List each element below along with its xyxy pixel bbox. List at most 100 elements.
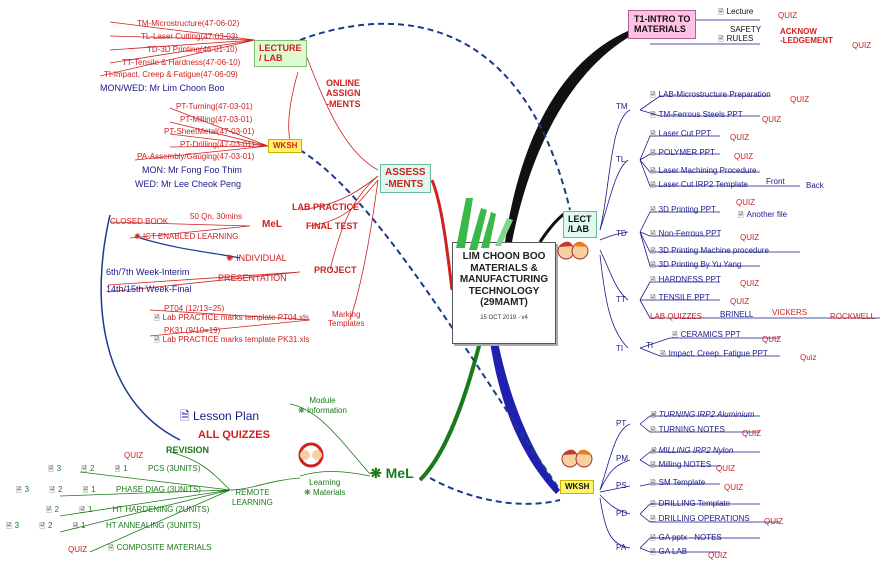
ps-item[interactable]: SM Template: [650, 479, 706, 487]
t1-lecture-link[interactable]: Lecture: [718, 8, 754, 16]
tm-item[interactable]: LAB-Microstructure Preparation: [650, 91, 771, 99]
marking-templates-node[interactable]: Marking Templates: [328, 310, 364, 328]
tl-item[interactable]: Laser Machining Procedure: [650, 167, 757, 175]
td-item-quiz[interactable]: QUIZ: [740, 233, 760, 242]
ht-annealing-row[interactable]: 3 2 1 HT ANNEALING (3UNITS): [6, 521, 201, 530]
lect-lab-node[interactable]: LECT /LAB: [563, 211, 597, 238]
all-quizzes-node[interactable]: ALL QUIZZES: [198, 429, 270, 441]
pt-item-quiz[interactable]: QUIZ: [742, 429, 762, 438]
lesson-plan-link[interactable]: 🗎 Lesson Plan: [180, 410, 259, 422]
td-item[interactable]: 3D Printing PPT: [650, 206, 716, 214]
tl-item-quiz[interactable]: QUIZ: [730, 133, 750, 142]
tt-brinell[interactable]: BRINELL: [720, 310, 754, 319]
pa-item[interactable]: GA pptx - NOTES: [650, 534, 722, 542]
pm-item-quiz[interactable]: QUIZ: [716, 464, 736, 473]
lecture-lab-item[interactable]: TL-Laser Cutting(47-03-03): [141, 32, 238, 41]
wksh-left-item[interactable]: PT-Milling(47-03-01): [180, 115, 253, 124]
pk31-file[interactable]: Lab PRACTICE marks template PK31.xls: [154, 336, 310, 344]
composite-quiz[interactable]: QUIZ: [68, 545, 88, 554]
hardening-unit[interactable]: 1: [79, 505, 92, 514]
tl-item[interactable]: POLYMER PPT: [650, 149, 715, 157]
td-another[interactable]: Another file: [738, 211, 787, 219]
ti-item-quiz[interactable]: Quiz: [800, 353, 817, 362]
annealing-unit[interactable]: 3: [6, 521, 19, 530]
assessments-node[interactable]: ASSESS -MENTS: [380, 164, 431, 193]
lecture-lab-item[interactable]: TM-Microstructure(47-06-02): [137, 19, 240, 28]
wksh-right-node[interactable]: WKSH: [560, 480, 595, 494]
td-item[interactable]: Non-Ferrous PPT: [650, 230, 722, 238]
t1-ack-quiz[interactable]: QUIZ: [852, 41, 872, 50]
phase-unit[interactable]: 1: [83, 485, 96, 494]
online-assignments-node[interactable]: ONLINE ASSIGN -MENTS: [326, 78, 361, 109]
pt-item[interactable]: TURNING IRP2 Aluminium: [650, 411, 755, 419]
tl-back[interactable]: Back: [806, 181, 824, 190]
lecture-lab-node[interactable]: LECTURE / LAB: [254, 40, 307, 67]
td-item[interactable]: 3D Printing Machine procedure: [650, 247, 769, 255]
pm-item[interactable]: Milling NOTES: [650, 461, 711, 469]
tl-front[interactable]: Front: [766, 177, 785, 186]
pcs-unit[interactable]: 1: [115, 464, 128, 473]
pm-item[interactable]: MILLING IRP2 Nylon: [650, 447, 734, 455]
ti-item[interactable]: Impact, Creep, Fatigue PPT: [660, 350, 768, 358]
tm-item-quiz[interactable]: QUIZ: [762, 115, 782, 124]
composite-materials-link[interactable]: COMPOSITE MATERIALS: [108, 544, 212, 552]
pcs-unit[interactable]: 2: [81, 464, 94, 473]
mel-node[interactable]: ❋ MeL: [370, 466, 414, 480]
lecture-lab-item[interactable]: TD-3D Printing(46-01-10): [147, 45, 238, 54]
tt-item-quiz[interactable]: QUIZ: [740, 279, 760, 288]
ict-label[interactable]: ✺ ICT ENABLED LEARNING: [134, 233, 238, 241]
tm-item-quiz[interactable]: QUIZ: [790, 95, 810, 104]
tl-item[interactable]: Laser Cut PPT: [650, 130, 711, 138]
tm-item[interactable]: TM-Ferrous Steels PPT: [650, 111, 743, 119]
learning-materials-node[interactable]: Learning ❋ Materials: [304, 478, 345, 497]
tt-item[interactable]: HARDNESS PPT: [650, 276, 721, 284]
lecture-lab-item[interactable]: TI-Impact, Creep & Fatigue(47-06-09): [104, 70, 238, 79]
td-item[interactable]: 3D Printing By Yu Yang: [650, 261, 742, 269]
pd-item-quiz[interactable]: QUIZ: [764, 517, 784, 526]
pt04-file[interactable]: Lab PRACTICE marks template PT04.xls: [154, 314, 309, 322]
tt-vickers[interactable]: VICKERS: [772, 308, 808, 317]
individual-label[interactable]: ✺ INDIVIDUAL: [226, 254, 287, 263]
phase-diag-row[interactable]: 3 2 1 PHASE DIAG (3UNITS): [16, 485, 201, 494]
pd-item[interactable]: DRILLING OPERATIONS: [650, 515, 750, 523]
wksh-left-item[interactable]: PT-Turning(47-03-01): [176, 102, 253, 111]
wksh-left-node[interactable]: WKSH: [268, 139, 303, 153]
lecture-lab-item[interactable]: TT-Tensile & Hardness(47-06-10): [122, 58, 241, 67]
tt-item[interactable]: TENSILE PPT: [650, 294, 710, 302]
ps-item-quiz[interactable]: QUIZ: [724, 483, 744, 492]
project-node[interactable]: PROJECT: [314, 265, 357, 275]
presentation-label[interactable]: PRESENTATION: [218, 273, 287, 283]
td-item-quiz[interactable]: QUIZ: [736, 198, 756, 207]
ti-item[interactable]: CERAMICS PPT: [672, 331, 741, 339]
wksh-left-item[interactable]: PA-Assembly/Gauging(47-03-01): [137, 152, 255, 161]
phase-unit[interactable]: 2: [49, 485, 62, 494]
wksh-left-item[interactable]: PT-Drilling(47-03-01): [180, 140, 255, 149]
tt-rockwell[interactable]: ROCKWELL: [830, 312, 875, 321]
pa-item[interactable]: GA LAB: [650, 548, 687, 556]
tt-item-quiz[interactable]: QUIZ: [730, 297, 750, 306]
pcs-unit[interactable]: 3: [48, 464, 61, 473]
pcs-row[interactable]: 3 2 1 PCS (3UNITS): [48, 464, 200, 473]
t1-rules-link[interactable]: RULES: [718, 35, 754, 43]
final-test-node[interactable]: FINAL TEST: [306, 221, 358, 231]
ht-hardening-row[interactable]: 2 1 HT HARDENING (2UNITS): [46, 505, 209, 514]
lab-practice-node[interactable]: LAB PRACTICE: [292, 202, 359, 212]
pt-item[interactable]: TURNING NOTES: [650, 426, 725, 434]
hardening-unit[interactable]: 2: [46, 505, 59, 514]
revision-quiz[interactable]: QUIZ: [124, 451, 144, 460]
t1-intro-node[interactable]: T1-INTRO TO MATERIALS: [628, 10, 697, 39]
wksh-left-item[interactable]: PT-SheetMetal(47-03-01): [164, 127, 255, 136]
pa-item-quiz[interactable]: QUIZ: [708, 551, 728, 560]
mel-test-node[interactable]: MeL: [262, 219, 282, 230]
phase-unit[interactable]: 3: [16, 485, 29, 494]
tl-item-quiz[interactable]: QUIZ: [734, 152, 754, 161]
t1-lecture-quiz[interactable]: QUIZ: [778, 11, 798, 20]
annealing-unit[interactable]: 1: [73, 521, 86, 530]
central-topic[interactable]: LIM CHOON BOO MATERIALS & MANUFACTURING …: [452, 198, 556, 344]
revision-node[interactable]: REVISION: [166, 445, 210, 455]
tl-item[interactable]: Laser Cut IRP2 Template: [650, 181, 748, 189]
ti-item-quiz[interactable]: QUIZ: [762, 335, 782, 344]
module-info-node[interactable]: Module ❋ Information: [298, 396, 347, 415]
pd-item[interactable]: DRILLING Template: [650, 500, 730, 508]
annealing-unit[interactable]: 2: [39, 521, 52, 530]
